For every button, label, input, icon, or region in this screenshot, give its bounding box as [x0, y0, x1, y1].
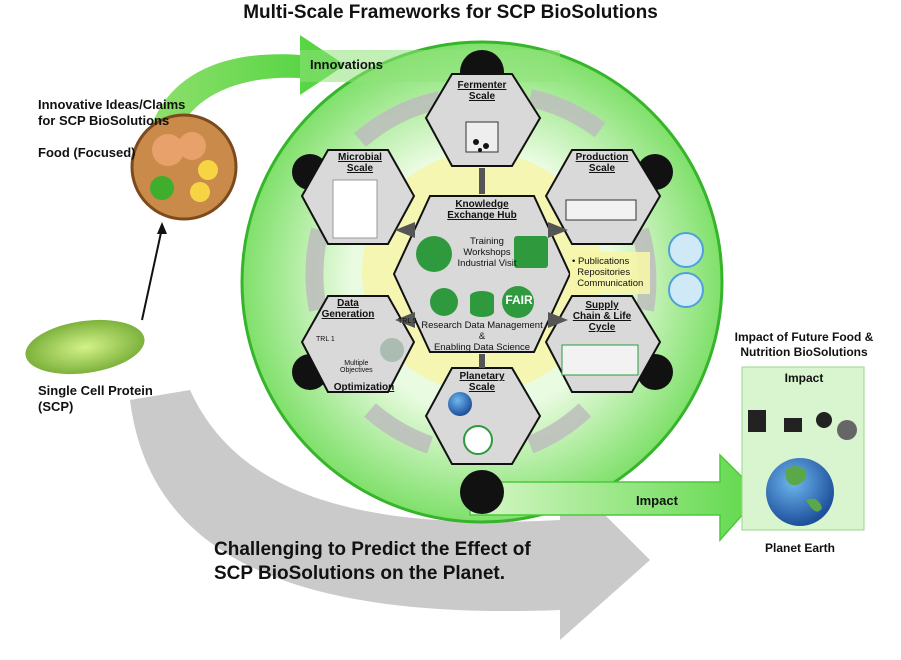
hexagon-planetary	[424, 367, 542, 465]
hub-title: Knowledge Exchange Hub	[447, 199, 517, 221]
thermometer-icon	[816, 412, 832, 428]
impact-arrow	[469, 453, 762, 542]
impact-panel-label: Impact	[784, 371, 824, 385]
scp-to-food-arrow	[141, 227, 163, 321]
rdm-label: Research Data Management & Enabling Data…	[421, 320, 543, 353]
earth-icon	[448, 392, 472, 416]
fermenter-scale-label: Fermenter Scale	[457, 80, 507, 102]
innovations-arrow	[150, 35, 345, 140]
presentation-icon	[514, 236, 548, 268]
challenge-gray-arrow	[130, 390, 650, 640]
scp-label: Single Cell Protein (SCP)	[38, 383, 153, 414]
hub-activities: Training Workshops Industrial Visit	[457, 236, 517, 269]
hub-connectors	[395, 168, 568, 368]
challenge-text: Challenging to Predict the Effect of SCP…	[214, 539, 531, 584]
trl5-label: TRL 5	[398, 318, 417, 325]
food-focused-label: Food (Focused)	[38, 145, 136, 160]
hub-hexagon	[392, 195, 572, 353]
fair-label: FAIR	[505, 293, 533, 307]
network-icon	[430, 288, 458, 316]
planet-earth-label: Planet Earth	[764, 541, 836, 555]
impact-panel-heading: Impact of Future Food & Nutrition BioSol…	[734, 330, 874, 359]
hexagon-microbial	[300, 149, 416, 245]
outputs-list: • Publications Repositories Communicatio…	[572, 256, 644, 289]
factory-icon	[748, 410, 766, 432]
innovations-label: Innovations	[310, 57, 383, 72]
scp-bacterium	[25, 319, 145, 375]
data-generation-label: Data Generation	[321, 298, 375, 320]
hexagon-production	[544, 149, 662, 245]
hexagon-supply-chain	[544, 295, 662, 393]
impact-arrow-label: Impact	[636, 493, 678, 508]
trl1-label: TRL 1	[316, 336, 335, 343]
monitor-icon	[668, 272, 704, 308]
microbial-scale-label: Microbial Scale	[338, 152, 382, 174]
outputs-box	[570, 252, 650, 294]
cycle-arrows	[305, 89, 657, 454]
planetary-scale-label: Planetary Scale	[459, 371, 505, 393]
hexagon-data-generation	[300, 295, 416, 393]
innovative-ideas-label: Innovative Ideas/Claims for SCP BioSolut…	[38, 97, 186, 128]
workshop-icon	[416, 236, 452, 272]
food-bowl	[130, 113, 238, 221]
megaphone-icon	[668, 232, 704, 268]
database-icon	[470, 291, 494, 317]
hexagon-fermenter	[424, 73, 542, 167]
production-scale-label: Production Scale	[575, 152, 629, 174]
optimization-label: Optimization	[333, 382, 395, 393]
supply-chain-label: Supply Chain & Life Cycle	[572, 300, 632, 333]
diagram-title: Multi-Scale Frameworks for SCP BioSoluti…	[243, 2, 658, 23]
fair-badge	[502, 286, 534, 318]
impact-icons	[748, 410, 857, 440]
multiple-objectives-label: Multiple Objectives	[340, 360, 373, 374]
